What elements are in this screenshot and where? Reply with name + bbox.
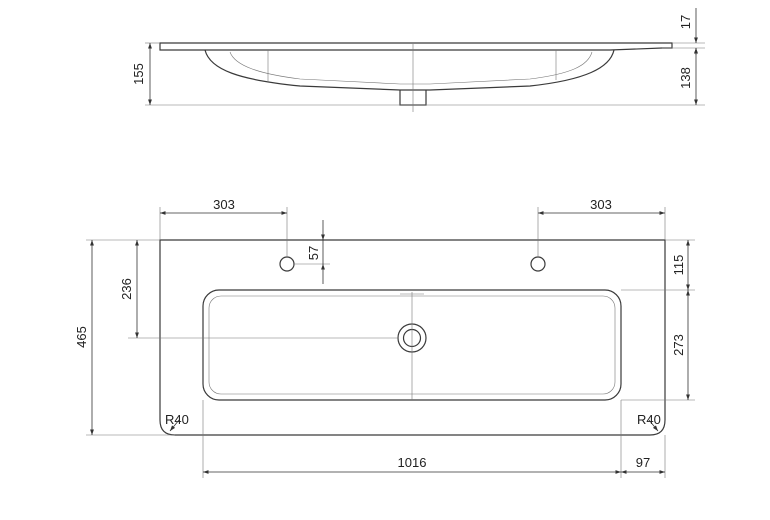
side-view-bowl-inner bbox=[229, 51, 593, 85]
dimension-303-right-label: 303 bbox=[590, 197, 612, 212]
dimension-155-label: 155 bbox=[131, 63, 146, 85]
tap-hole-right bbox=[530, 256, 546, 272]
tap-hole-left bbox=[279, 256, 295, 272]
side-view-bowl-outer bbox=[204, 49, 615, 91]
top-view: 303 303 57 236 465 115 273 R40 bbox=[74, 197, 695, 478]
dimension-115-label: 115 bbox=[671, 255, 686, 276]
dimension-97-label: 97 bbox=[636, 455, 650, 470]
dimension-1016-label: 1016 bbox=[398, 455, 427, 470]
dimension-465-label: 465 bbox=[74, 326, 89, 348]
side-view: 155 17 138 bbox=[131, 8, 705, 112]
radius-left-label: R40 bbox=[165, 412, 189, 427]
dimension-57-label: 57 bbox=[306, 246, 321, 260]
dimension-303-left-label: 303 bbox=[213, 197, 235, 212]
dimension-236-label: 236 bbox=[119, 278, 134, 300]
dimension-17-label: 17 bbox=[678, 15, 693, 29]
radius-right-label: R40 bbox=[637, 412, 661, 427]
side-view-rim bbox=[159, 42, 673, 51]
top-view-outline bbox=[159, 239, 666, 436]
dimension-138-label: 138 bbox=[678, 67, 693, 89]
dimension-273-label: 273 bbox=[671, 334, 686, 356]
